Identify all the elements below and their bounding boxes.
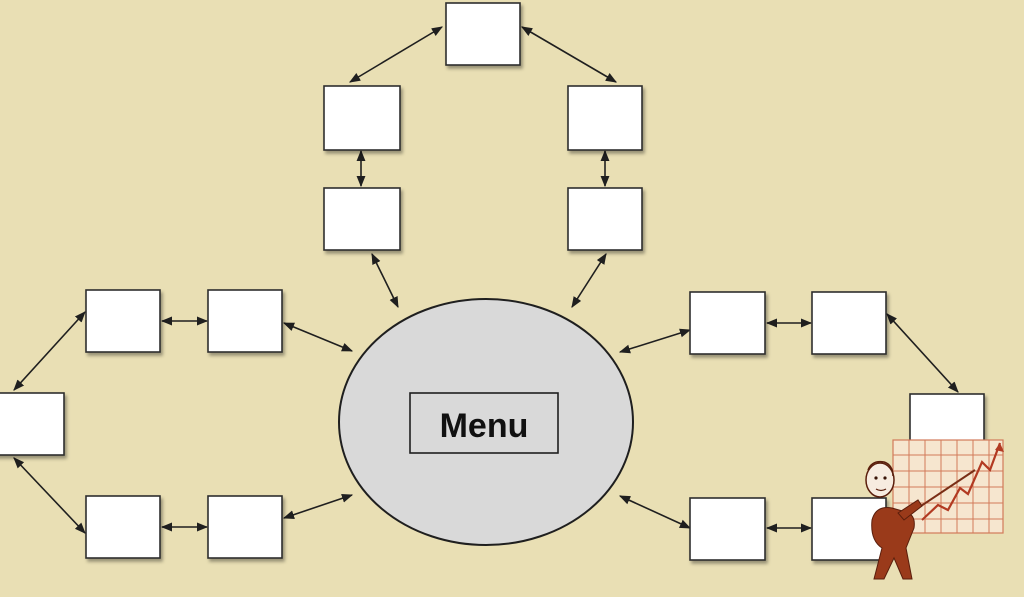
connector: [282, 493, 354, 520]
connector: [371, 252, 399, 309]
connector: [618, 328, 692, 354]
connector: [13, 457, 86, 534]
connector: [521, 26, 617, 83]
menu-hub-ellipse: [338, 298, 634, 546]
node-top-right-1: [567, 85, 643, 151]
node-top-left-2: [323, 187, 401, 251]
connector: [282, 322, 354, 352]
connectors: [13, 26, 959, 534]
connector: [13, 311, 86, 391]
node-right-lower-inner: [689, 497, 766, 561]
node-left-upper-inner: [207, 289, 283, 353]
node-top-right-2: [567, 187, 643, 251]
connector: [618, 495, 692, 529]
node-left-lower-inner: [207, 495, 283, 559]
node-top: [445, 2, 521, 66]
node-left-lower-outer: [85, 495, 161, 559]
node-top-left-1: [323, 85, 401, 151]
node-left-upper-outer: [85, 289, 161, 353]
node-right-upper-outer: [811, 291, 887, 355]
connector: [886, 313, 959, 393]
menu-hub: Menu: [338, 298, 634, 546]
node-left-middle: [0, 392, 65, 456]
node-right-upper-inner: [689, 291, 766, 355]
connector: [571, 253, 607, 308]
connector: [349, 26, 443, 83]
nodes: [0, 2, 985, 561]
menu-label: Menu: [440, 407, 529, 445]
menu-label-box: [409, 392, 559, 454]
presenter-with-rising-chart-icon: [865, 439, 1004, 580]
